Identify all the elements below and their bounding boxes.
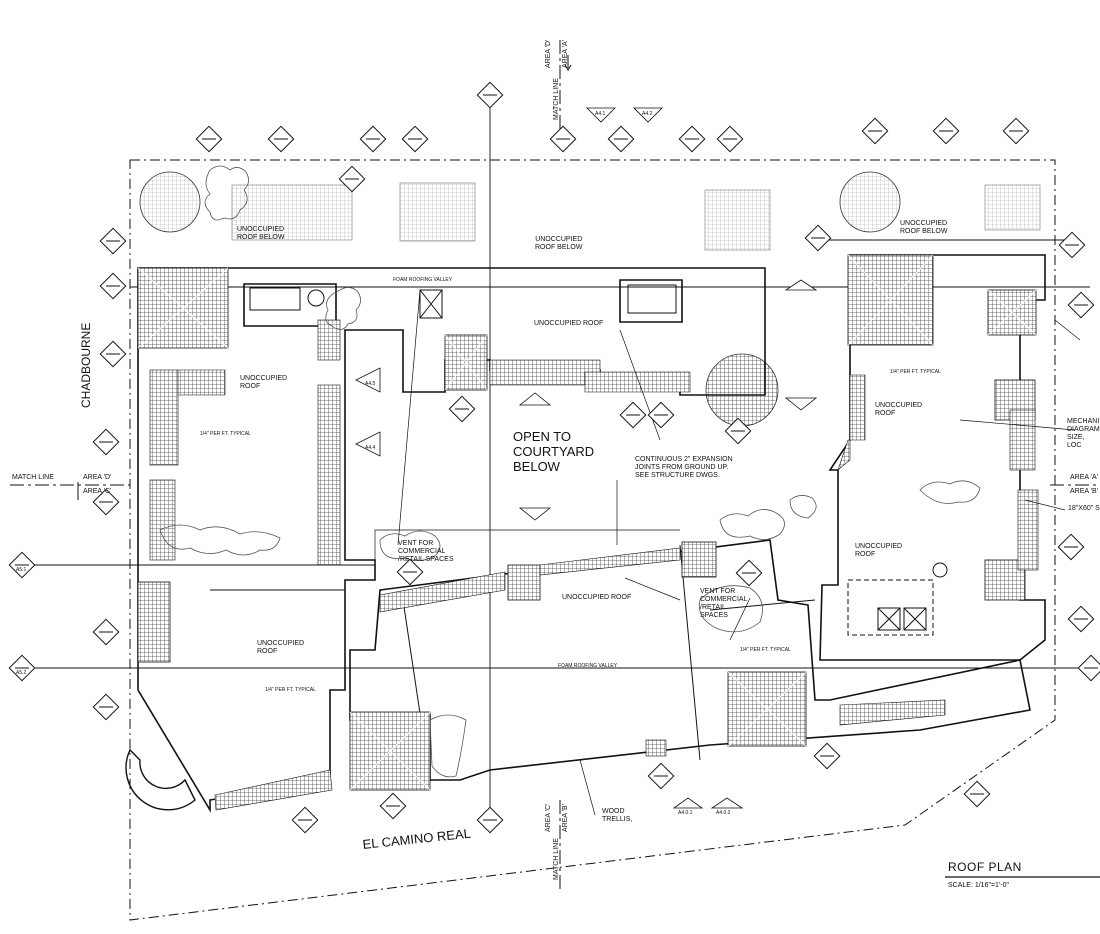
valley-note: FOAM ROOFING VALLEY xyxy=(393,277,453,283)
section-ref: A4.0.2 xyxy=(716,810,731,816)
pyramid-hips xyxy=(137,254,1037,791)
parapet-bands xyxy=(149,319,1039,811)
section-ref: A4.1 xyxy=(595,111,606,117)
match-line-top-area-d: AREA 'D' xyxy=(545,39,552,68)
match-line-left: MATCH LINE xyxy=(12,474,54,481)
leader-lines xyxy=(374,289,1081,816)
slope-note: 1/4" PER FT. TYPICAL xyxy=(200,431,251,437)
section-ref: A4.0.1 xyxy=(678,810,693,816)
roof-label: UNOCCUPIED ROOF BELOW xyxy=(237,226,285,242)
roof-label: UNOCCUPIED ROOF xyxy=(855,543,903,559)
match-line-bottom: MATCH LINE xyxy=(553,838,560,880)
section-ref: A5.1 xyxy=(16,567,27,573)
expansion-joint-note: CONTINUOUS 2" EXPANSION JOINTS FROM GROU… xyxy=(635,456,733,480)
roof-label: UNOCCUPIED ROOF xyxy=(562,594,632,601)
trellis-note: WOOD TRELLIS, xyxy=(602,808,633,824)
lower-roofs xyxy=(231,182,1041,251)
match-line-left-area-d: AREA 'D' xyxy=(83,474,112,481)
match-line-bottom-area-b: AREA 'B' xyxy=(562,804,569,832)
vent-note-2: VENT FOR COMMERCIAL /RETAIL SPACES xyxy=(700,588,748,620)
slope-note: 1/4" PER FT. TYPICAL xyxy=(890,369,941,375)
north-arrow xyxy=(77,55,572,500)
corner-bay xyxy=(125,748,196,811)
section-ref: A4.4 xyxy=(365,445,376,451)
drawing-title: ROOF PLAN xyxy=(948,860,1022,874)
match-line-right-area-a: AREA 'A' xyxy=(1070,474,1098,481)
roof-label: UNOCCUPIED ROOF BELOW xyxy=(535,236,583,252)
roof-label: UNOCCUPIED ROOF xyxy=(240,375,288,391)
roof-label: UNOCCUPIED ROOF BELOW xyxy=(900,220,948,236)
vegetation xyxy=(159,165,981,778)
match-line-bottom-area-c: AREA 'C' xyxy=(545,803,552,832)
mechanical-note: MECHANI DIAGRAM SIZE, LOC xyxy=(1067,418,1100,450)
section-markers xyxy=(8,81,1100,834)
vent-note-1: VENT FOR COMMERCIAL /RETAIL SPACES xyxy=(398,540,454,564)
match-line-top-area-a: AREA 'A' xyxy=(562,40,569,68)
slope-note: 1/4" PER FT. TYPICAL xyxy=(740,647,791,653)
section-tags xyxy=(355,107,818,809)
match-line-right-area-b: AREA 'B' xyxy=(1070,488,1098,495)
match-line-marks xyxy=(10,40,1100,890)
section-ref: A4.2 xyxy=(642,111,653,117)
match-line-top: MATCH LINE xyxy=(553,78,560,120)
drawing-scale: SCALE: 1/16"=1'-0" xyxy=(948,882,1009,889)
planters xyxy=(139,171,901,427)
section-ref: A4.5 xyxy=(365,381,376,387)
slope-note: 1/4" PER FT. TYPICAL xyxy=(265,687,316,693)
roof-label: UNOCCUPIED ROOF xyxy=(257,640,305,656)
match-line-left-area-c: AREA 'C' xyxy=(83,488,112,495)
street-chadbourne: CHADBOURNE xyxy=(79,322,93,408)
courtyard-note: OPEN TO COURTYARD BELOW xyxy=(513,429,595,474)
roof-label: UNOCCUPIED ROOF xyxy=(875,402,923,418)
property-line xyxy=(129,159,1056,921)
section-ref: A5.2 xyxy=(16,670,27,676)
valley-note: FOAM ROOFING VALLEY xyxy=(558,663,618,669)
opening-note: 18"X60" S xyxy=(1068,505,1100,512)
stair-boxes xyxy=(249,284,948,636)
roof-label: UNOCCUPIED ROOF xyxy=(534,320,604,327)
